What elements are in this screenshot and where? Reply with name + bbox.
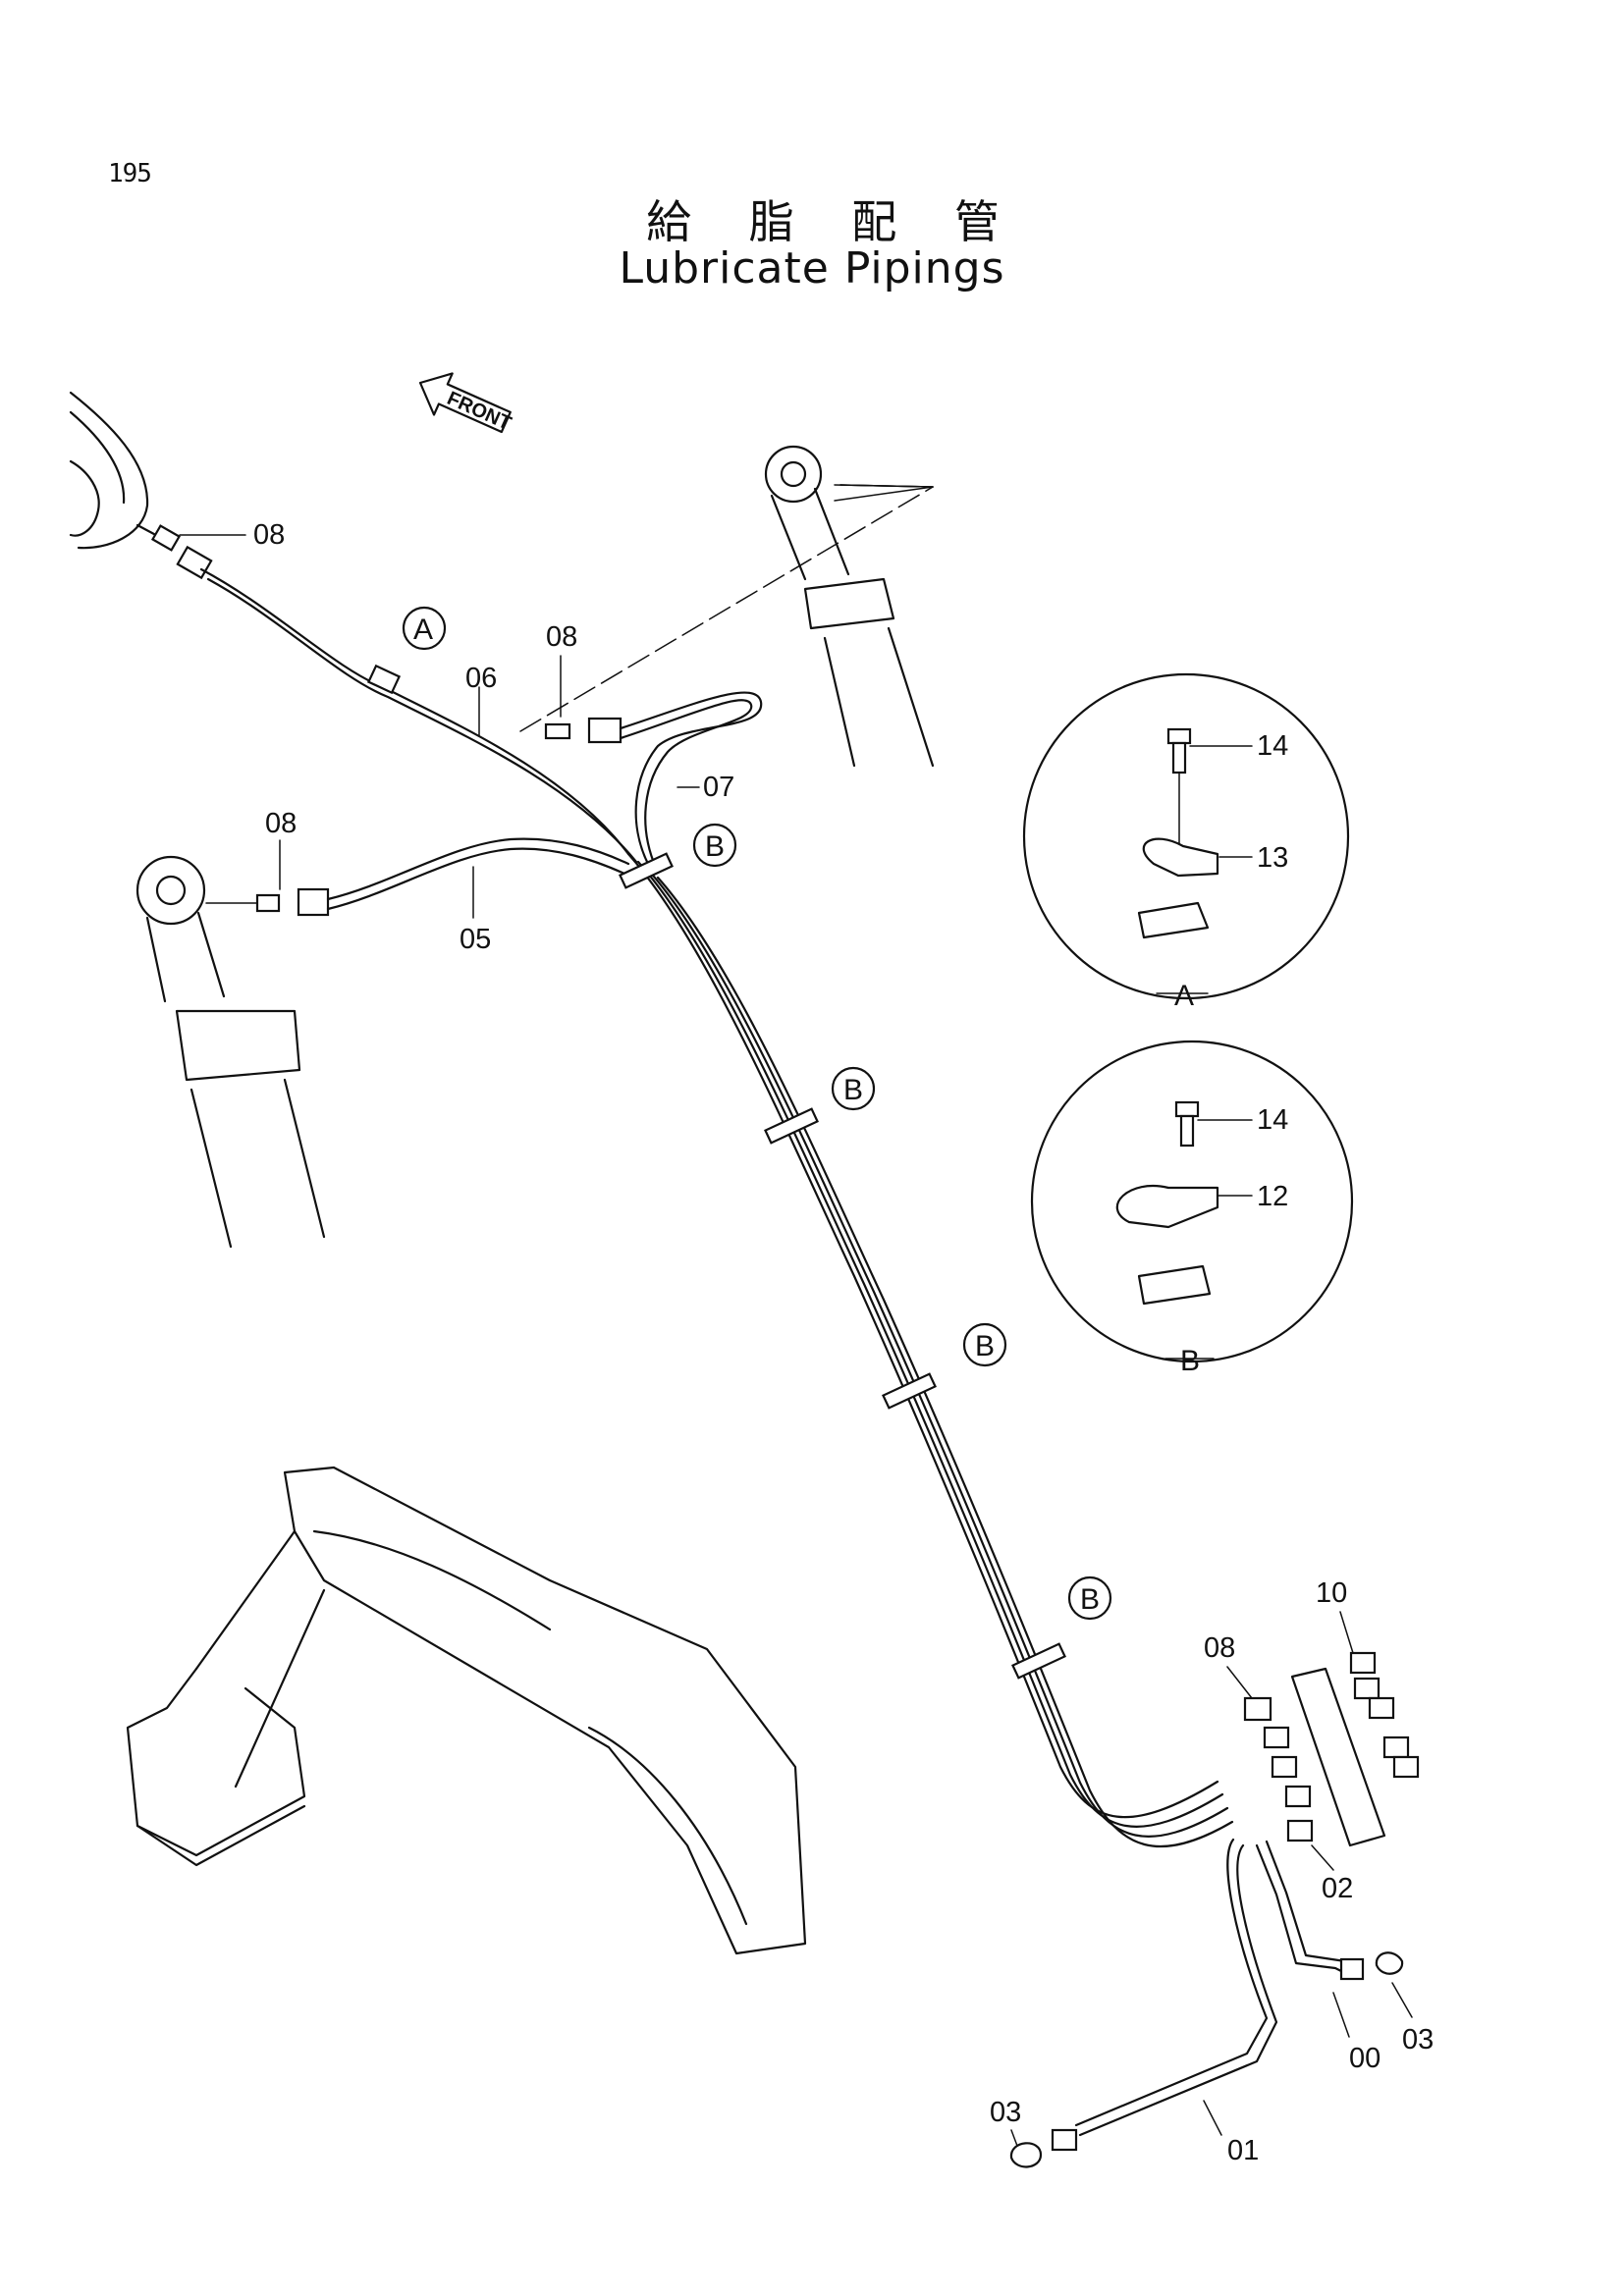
part-callout-12: 12 [1257, 1181, 1288, 1212]
page-number: 195 [108, 159, 152, 188]
front-direction-arrow: FRONT [418, 372, 514, 435]
part-callout-14-a: 14 [1257, 730, 1288, 762]
fitting-08-left [205, 887, 330, 917]
clamp-marker-b3: B [882, 1322, 1007, 1410]
excavator-boom-illustration [126, 1466, 807, 1955]
pipe-00 [1255, 1840, 1365, 1981]
pipe-01 [1009, 1838, 1278, 2168]
part-callout-02: 02 [1322, 1873, 1353, 1904]
part-callout-08-center: 08 [546, 621, 577, 653]
clamp-marker-b2: B [764, 1066, 876, 1145]
detail-b-label: B [1180, 1345, 1200, 1377]
grease-fittings [1243, 1651, 1420, 1842]
clamp-b1-label: B [705, 830, 725, 863]
clamp-b4-label: B [1080, 1583, 1100, 1616]
hose-05 [326, 837, 630, 911]
part-callout-08-left: 08 [265, 808, 297, 839]
main-pipe-bundle [626, 852, 1234, 1848]
clamp-marker-b4: B [1011, 1575, 1112, 1680]
boom-cylinder-upper [764, 445, 935, 768]
part-callout-13: 13 [1257, 842, 1288, 874]
fitting-08-center [544, 717, 623, 744]
part-callout-03-right: 03 [1402, 2024, 1434, 2056]
arm-cylinder-left [135, 855, 326, 1249]
arm-pivot-housing [69, 391, 167, 550]
title-japanese: 給 脂 配 管 [646, 195, 1021, 248]
detail-view-a [1022, 672, 1350, 1000]
part-callout-08-top: 08 [253, 519, 285, 551]
detail-a-label: A [1174, 980, 1194, 1012]
part-callout-05: 05 [460, 924, 491, 955]
clamp-b3-label: B [975, 1330, 995, 1362]
part-callout-08-bottom: 08 [1204, 1632, 1235, 1664]
clamp-b2-label: B [843, 1074, 863, 1106]
grease-manifold [1290, 1667, 1386, 1847]
part-callout-00: 00 [1349, 2043, 1380, 2074]
part-callout-06: 06 [465, 663, 497, 694]
part-callout-01: 01 [1227, 2135, 1259, 2166]
detail-view-b [1030, 1040, 1354, 1363]
clamp-a-label: A [413, 614, 433, 646]
front-label: FRONT [444, 388, 514, 435]
part-callout-10: 10 [1316, 1577, 1347, 1609]
clamp-marker-a: A [366, 606, 447, 695]
part-callout-03-left: 03 [990, 2097, 1021, 2128]
clamp-marker-b1: B [619, 823, 737, 889]
hose-06 [150, 524, 638, 864]
hose-07 [619, 691, 763, 870]
fitting-03-right [1375, 1951, 1404, 1975]
part-callout-07: 07 [703, 772, 734, 803]
part-callout-14-b: 14 [1257, 1104, 1288, 1136]
title-english: Lubricate Pipings [619, 243, 1005, 294]
